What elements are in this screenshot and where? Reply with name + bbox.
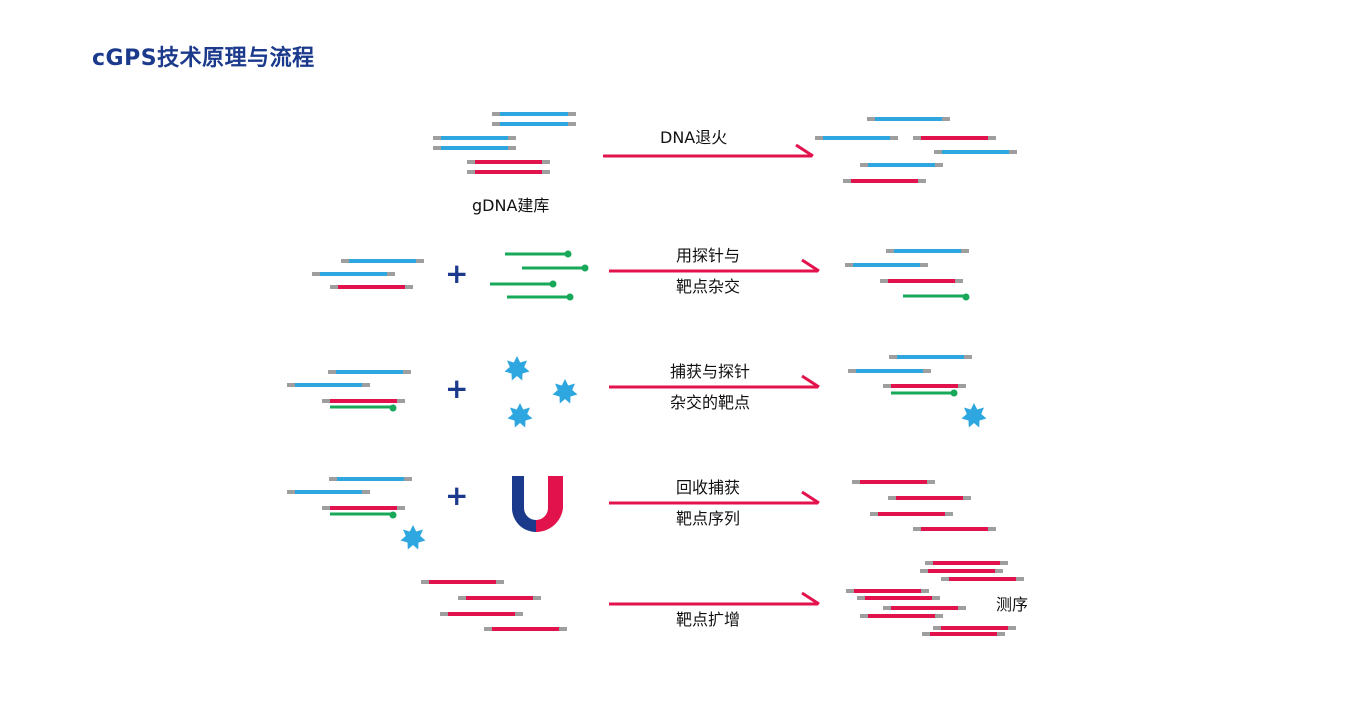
step3-label-line1: 捕获与探针	[670, 362, 750, 381]
step3-arrow	[609, 374, 820, 389]
step1-output-strands	[815, 117, 1017, 183]
step1-label: DNA退火	[660, 128, 727, 147]
step2-arrow	[609, 258, 820, 273]
step5-label: 靶点扩增	[676, 610, 740, 629]
step3-label-line2: 杂交的靶点	[670, 393, 750, 412]
step4-output-strands	[852, 480, 996, 531]
probe	[490, 280, 557, 288]
step2-label-line1: 用探针与	[676, 246, 740, 265]
step2-output-strands	[845, 249, 970, 301]
step2-input-strands	[312, 259, 424, 289]
bead-icon	[961, 403, 987, 428]
step1-sublabel: gDNA建库	[472, 196, 549, 215]
probe	[330, 404, 397, 412]
bead-icon	[552, 379, 578, 404]
probe	[891, 389, 958, 397]
bead-icon	[400, 525, 426, 550]
step4-input-strands	[287, 477, 426, 550]
plus-sign: +	[445, 257, 468, 290]
step4-arrow	[609, 490, 820, 505]
step3-input-strands	[287, 370, 411, 412]
bead-icon	[504, 356, 530, 381]
probe	[522, 264, 589, 272]
bead-set	[504, 356, 578, 428]
step5-arrow	[609, 591, 820, 606]
probe-set	[490, 250, 589, 301]
probe	[903, 293, 970, 301]
step3-output-strands	[848, 355, 987, 428]
step5-result-label: 测序	[996, 595, 1028, 614]
step4-label-line1: 回收捕获	[676, 478, 740, 497]
page-title: cGPS技术原理与流程	[92, 46, 315, 71]
magnet-icon	[512, 476, 563, 533]
bead-icon	[507, 403, 533, 428]
probe	[507, 293, 574, 301]
plus-sign: +	[445, 372, 468, 405]
step4-label-line2: 靶点序列	[676, 509, 740, 528]
step2-label-line2: 靶点杂交	[676, 277, 740, 296]
step1-arrow	[603, 143, 814, 158]
probe	[330, 511, 397, 519]
step5-output-strands	[846, 561, 1024, 636]
plus-sign: +	[445, 479, 468, 512]
step1-input-strands	[433, 112, 576, 174]
probe	[505, 250, 572, 258]
step5-input-strands	[421, 580, 567, 631]
